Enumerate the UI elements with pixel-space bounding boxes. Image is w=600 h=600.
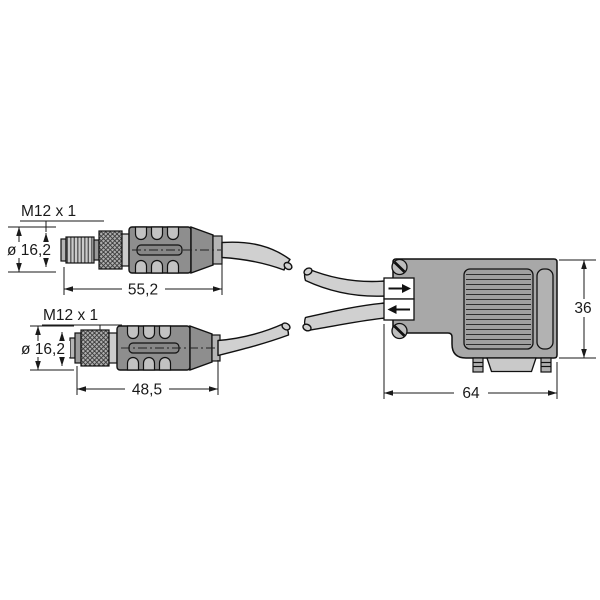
dsub-hood bbox=[383, 258, 558, 373]
cable-top-break-curl-1 bbox=[283, 261, 293, 271]
label-mask bbox=[3, 242, 57, 258]
top-thread-label: M12 x 1 bbox=[21, 203, 76, 220]
screw-slot bbox=[393, 261, 406, 273]
hood-screw-bottom bbox=[391, 322, 408, 340]
male-thread bbox=[65, 236, 95, 264]
female-front-rim bbox=[74, 332, 82, 364]
label-mask bbox=[122, 281, 165, 297]
female-washer bbox=[108, 332, 118, 364]
cables bbox=[217, 241, 386, 357]
female-front-face bbox=[69, 337, 76, 359]
female-grip-ribs bbox=[126, 325, 172, 371]
male-grip-ribs bbox=[134, 226, 180, 274]
female-label-slot bbox=[128, 342, 180, 354]
male-front-face bbox=[60, 238, 67, 262]
male-washer bbox=[121, 233, 130, 267]
arrow-left-icon bbox=[387, 305, 397, 314]
dimensions-top-connector bbox=[3, 220, 223, 297]
female-coupling-nut bbox=[80, 329, 110, 367]
dsub-screw-post-left bbox=[472, 357, 484, 373]
hood-screw-top bbox=[391, 258, 408, 276]
dsub-connector bbox=[472, 357, 552, 373]
top-length-label: 55,2 bbox=[128, 282, 158, 299]
male-neck bbox=[93, 239, 100, 261]
dimensions-bottom-connector bbox=[16, 324, 219, 397]
housing-width-label: 64 bbox=[462, 385, 480, 402]
dsub-screw-post-right bbox=[540, 357, 552, 373]
connector-m12-female bbox=[69, 325, 221, 371]
bottom-diameter-label: ø 16,2 bbox=[21, 341, 65, 358]
cable-top-segment-2 bbox=[303, 267, 386, 297]
cable-top-break-curl-2 bbox=[303, 267, 313, 276]
arrow-right-icon bbox=[402, 284, 411, 293]
housing-height-label: 36 bbox=[574, 300, 591, 317]
label-mask bbox=[568, 299, 599, 317]
male-label-slot bbox=[136, 244, 183, 256]
male-coupling-nut bbox=[98, 230, 123, 270]
cable-direction-arrows bbox=[387, 284, 411, 314]
hood-rib-lines bbox=[466, 273, 531, 346]
screw-slot bbox=[393, 325, 406, 337]
dsub-flange bbox=[486, 357, 537, 373]
dimensions-housing bbox=[383, 259, 599, 402]
connector-m12-male bbox=[60, 226, 223, 274]
cable-bottom-break-curl-2 bbox=[302, 323, 312, 332]
label-mask bbox=[125, 381, 169, 397]
label-mask bbox=[454, 385, 488, 402]
bottom-length-label: 48,5 bbox=[132, 382, 162, 399]
top-diameter-label: ø 16,2 bbox=[7, 242, 51, 259]
cable-bottom-break-curl-1 bbox=[281, 322, 291, 331]
bottom-thread-label: M12 x 1 bbox=[43, 307, 98, 324]
hood-side-pill bbox=[536, 268, 554, 350]
label-mask bbox=[16, 341, 70, 357]
